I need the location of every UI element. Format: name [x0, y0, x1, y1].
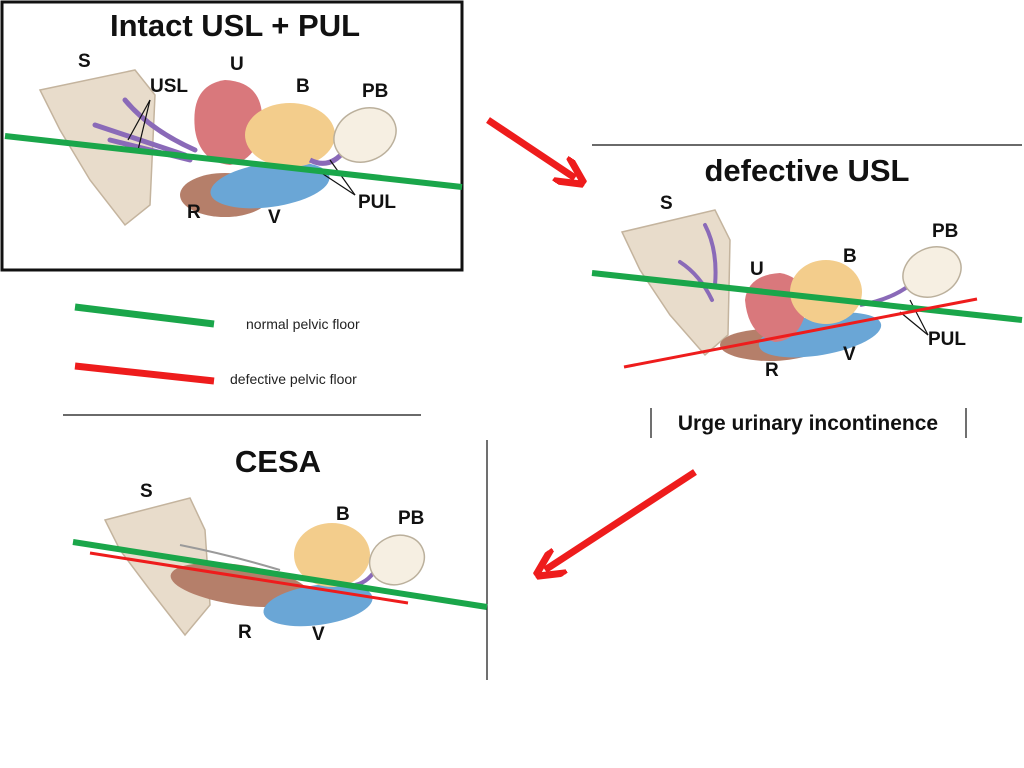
caption-urge-incontinence: Urge urinary incontinence	[678, 412, 938, 435]
vagina	[210, 161, 330, 209]
pointer-pul-1	[319, 171, 356, 196]
pointer-usl-2	[137, 99, 151, 151]
label-v: V	[268, 207, 281, 228]
bladder	[245, 103, 335, 167]
panel-defective-title: defective USL	[704, 153, 909, 188]
pubic-bone	[368, 534, 426, 586]
arrow-to-defective	[486, 117, 575, 178]
legend-defective-label: defective pelvic floor	[230, 371, 357, 387]
label-s: S	[140, 481, 153, 502]
label-b: B	[843, 246, 857, 267]
usl-ligament	[678, 223, 718, 302]
bladder	[790, 260, 862, 324]
label-u: U	[230, 54, 244, 75]
label-usl: USL	[150, 76, 188, 97]
pointer-pul-2	[329, 159, 356, 196]
label-v: V	[312, 624, 325, 645]
label-pul: PUL	[928, 329, 966, 350]
legend-defective-swatch	[74, 362, 215, 385]
label-pb: PB	[362, 81, 388, 102]
pointer-pul-1	[899, 311, 929, 336]
label-u: U	[750, 259, 764, 280]
panel-intact-title: Intact USL + PUL	[110, 8, 360, 43]
label-s: S	[78, 51, 91, 72]
label-r: R	[765, 360, 779, 381]
uterus	[194, 80, 263, 165]
label-r: R	[187, 202, 201, 223]
label-s: S	[660, 193, 673, 214]
arrow-to-cesa	[545, 469, 697, 570]
label-pb: PB	[398, 508, 424, 529]
pubic-bone	[902, 246, 962, 298]
cesa-tape	[179, 544, 281, 571]
anatomy-cesa	[103, 497, 426, 637]
normal-floor-line	[72, 539, 488, 610]
defective-floor-line	[89, 551, 409, 605]
legend: normal pelvic floor defective pelvic flo…	[63, 303, 421, 416]
pointer-usl-1	[127, 99, 151, 141]
panel-intact: Intact USL + PUL S U B PB USL PUL R V	[0, 0, 464, 272]
label-b: B	[296, 76, 310, 97]
anatomy-defective	[620, 209, 962, 361]
label-pul: PUL	[358, 192, 396, 213]
label-b: B	[336, 504, 350, 525]
defective-floor-line	[623, 297, 978, 369]
normal-floor-line	[591, 270, 1023, 323]
pubic-bone	[333, 107, 397, 163]
sacrum	[103, 497, 211, 637]
legend-normal-label: normal pelvic floor	[246, 316, 360, 332]
panel-cesa-title: CESA	[235, 444, 321, 479]
bladder	[294, 523, 370, 587]
panel-defective: defective USL S U B PB PUL R V Urge urin…	[591, 144, 1023, 438]
panel-cesa: CESA S B PB R V	[72, 440, 488, 680]
legend-normal-swatch	[74, 303, 215, 328]
label-r: R	[238, 622, 252, 643]
normal-floor-line	[4, 133, 463, 190]
label-pb: PB	[932, 221, 958, 242]
label-v: V	[843, 344, 856, 365]
